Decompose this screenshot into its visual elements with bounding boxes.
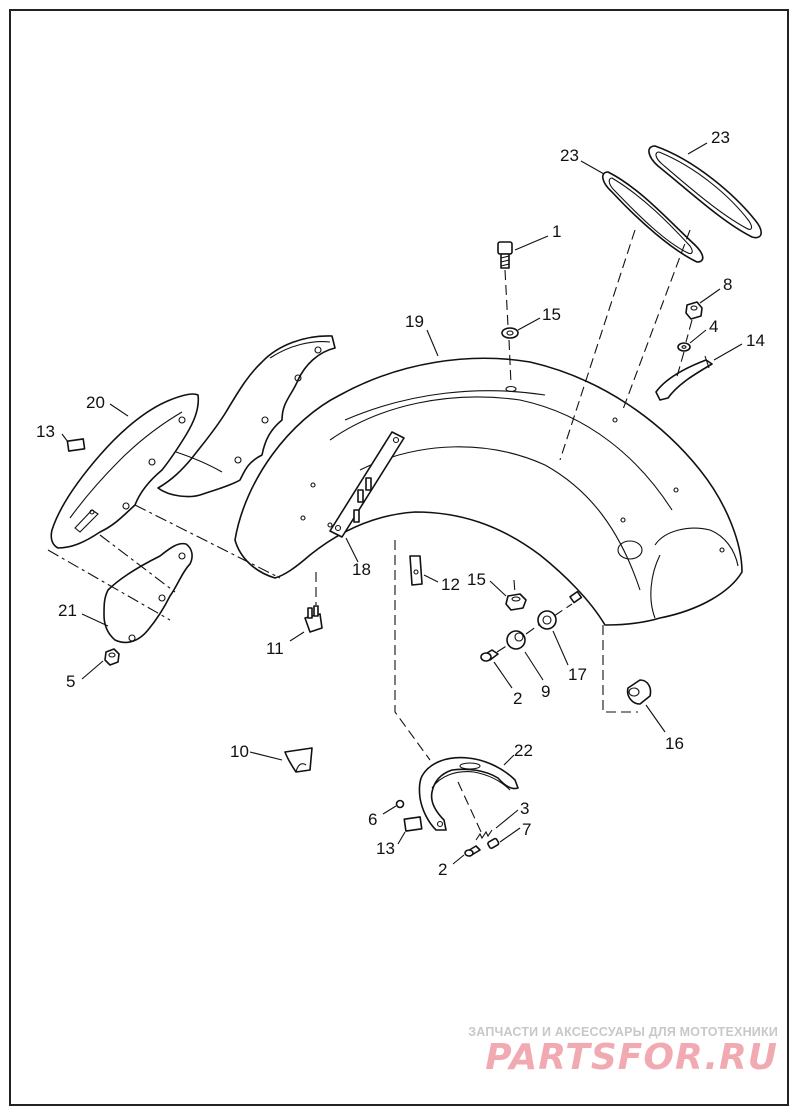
rail-cover: [157, 335, 336, 498]
callout-21: 21: [58, 601, 77, 620]
callout-labels: 1 15 19 23 23 8 4 14 20 13 21 5 11 18 12…: [36, 128, 765, 879]
page-border: [9, 9, 789, 1106]
bolt: [464, 845, 481, 857]
fender-hole: [505, 385, 517, 393]
fender-trim-strip: [602, 171, 704, 263]
callout-2: 2: [438, 860, 447, 879]
callout-13: 13: [36, 422, 55, 441]
spring: [475, 829, 493, 841]
assembly-lines: [47, 229, 693, 835]
clip: [304, 605, 323, 633]
fender-hole: [617, 540, 643, 560]
callout-5: 5: [66, 672, 75, 691]
callout-1: 1: [552, 222, 561, 241]
callout-20: 20: [86, 393, 105, 412]
bumper: [626, 679, 652, 705]
washer: [537, 610, 557, 630]
spacer-tube: [487, 837, 500, 850]
callout-15: 15: [467, 570, 486, 589]
rear-fender: [234, 357, 743, 626]
strip-bracket: [655, 355, 713, 401]
callout-17: 17: [568, 665, 587, 684]
callout-23: 23: [560, 146, 579, 165]
support-bracket: [103, 542, 193, 644]
callout-11: 11: [266, 639, 284, 658]
callout-10: 10: [230, 742, 249, 761]
watermark-logo: PARTSFOR.RU: [485, 1037, 778, 1078]
clip-pad: [66, 438, 86, 452]
callout-6: 6: [368, 810, 377, 829]
rivet: [395, 799, 405, 809]
callout-16: 16: [665, 734, 684, 753]
leader-lines: [61, 142, 743, 865]
nut: [505, 593, 527, 611]
callout-12: 12: [441, 575, 460, 594]
callout-14: 14: [746, 331, 765, 350]
nut: [104, 648, 120, 666]
watermark: ЗАПЧАСТИ И АКСЕССУАРЫ ДЛЯ МОТОТЕХНИКИ PA…: [468, 1025, 778, 1077]
watermark-tagline: ЗАПЧАСТИ И АКСЕССУАРЫ ДЛЯ МОТОТЕХНИКИ: [468, 1025, 778, 1039]
bolt: [480, 649, 499, 662]
spacer: [506, 630, 526, 650]
callout-2: 2: [513, 689, 522, 708]
callout-8: 8: [723, 275, 732, 294]
lock-washer: [501, 327, 519, 339]
saddlebag-support: [50, 393, 200, 549]
callout-13: 13: [376, 839, 395, 858]
washer: [677, 342, 691, 352]
callout-18: 18: [352, 560, 371, 579]
callout-23: 23: [711, 128, 730, 147]
callout-7: 7: [522, 820, 531, 839]
speed-nut: [409, 555, 423, 586]
callout-9: 9: [541, 682, 550, 701]
nut: [685, 301, 703, 320]
callout-15: 15: [542, 305, 561, 324]
clip-pad: [403, 816, 423, 832]
callout-4: 4: [709, 317, 718, 336]
callout-22: 22: [514, 741, 533, 760]
callout-19: 19: [405, 312, 424, 331]
label: [284, 747, 313, 773]
fender-brace: [418, 756, 519, 831]
fender-trim-strip: [648, 145, 762, 239]
callout-3: 3: [520, 799, 529, 818]
bolt: [497, 241, 513, 269]
